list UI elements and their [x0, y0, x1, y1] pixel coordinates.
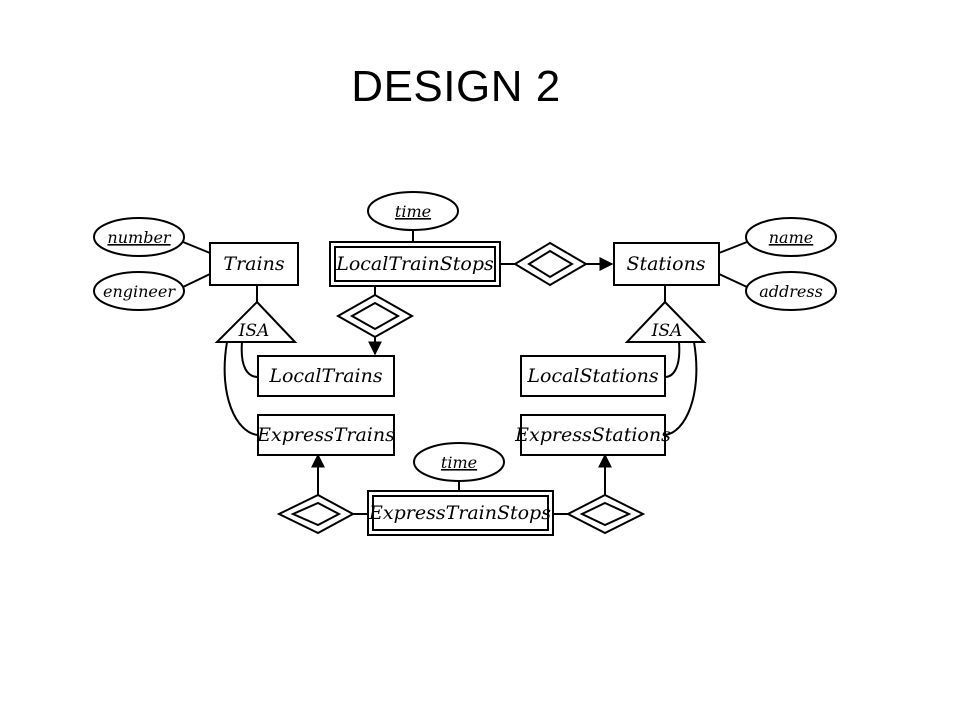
- svg-text:ISA: ISA: [651, 321, 683, 341]
- attribute-name: name: [745, 217, 837, 257]
- entity-express-stations: ExpressStations: [514, 414, 671, 456]
- edge-isa-expressstations: [664, 341, 698, 436]
- svg-text:number: number: [107, 228, 171, 247]
- entity-local-trains: LocalTrains: [257, 355, 395, 397]
- svg-text:time: time: [395, 202, 431, 221]
- svg-text:time: time: [441, 453, 477, 472]
- svg-text:Trains: Trains: [223, 253, 284, 275]
- edge-isa-expresstrains: [223, 341, 259, 436]
- svg-text:LocalTrains: LocalTrains: [268, 365, 382, 387]
- entity-express-trains: ExpressTrains: [256, 414, 395, 456]
- slide-title: DESIGN 2: [351, 62, 561, 111]
- attribute-number: number: [93, 217, 185, 257]
- edge-engineer-trains: [182, 273, 211, 288]
- weak-entity-express-train-stops: ExpressTrainStops: [367, 490, 554, 536]
- relationship-expressstops-expressstations: [565, 493, 646, 535]
- svg-text:Stations: Stations: [626, 253, 705, 275]
- svg-text:ExpressStations: ExpressStations: [514, 424, 671, 446]
- edge-address-stations: [718, 273, 748, 288]
- svg-text:ExpressTrains: ExpressTrains: [256, 424, 395, 446]
- attribute-express-time: time: [413, 442, 505, 482]
- svg-text:address: address: [759, 282, 823, 301]
- entity-stations: Stations: [613, 242, 720, 286]
- connectors: [182, 230, 748, 515]
- weak-entity-local-train-stops: LocalTrainStops: [329, 241, 501, 287]
- svg-text:LocalStations: LocalStations: [526, 365, 658, 387]
- svg-text:ISA: ISA: [238, 321, 270, 341]
- isa-trains: ISA: [214, 300, 298, 343]
- relationship-expressstops-expresstrains: [276, 493, 356, 535]
- edge-isa-localtrains: [240, 341, 259, 378]
- edge-name-stations: [718, 241, 748, 254]
- svg-text:engineer: engineer: [103, 282, 176, 301]
- edge-number-trains: [182, 241, 211, 254]
- isa-stations: ISA: [624, 300, 707, 343]
- relationship-localstops-stations: [513, 241, 588, 287]
- edge-isa-localstations: [664, 341, 681, 378]
- attribute-address: address: [745, 271, 837, 311]
- entity-local-stations: LocalStations: [520, 355, 666, 397]
- svg-text:ExpressTrainStops: ExpressTrainStops: [368, 502, 551, 524]
- entity-trains: Trains: [209, 242, 299, 286]
- attribute-engineer: engineer: [93, 271, 185, 311]
- svg-text:LocalTrainStops: LocalTrainStops: [335, 253, 494, 275]
- relationship-localstops-localtrains: [335, 293, 415, 339]
- svg-text:name: name: [769, 228, 813, 247]
- attribute-local-time: time: [367, 191, 459, 231]
